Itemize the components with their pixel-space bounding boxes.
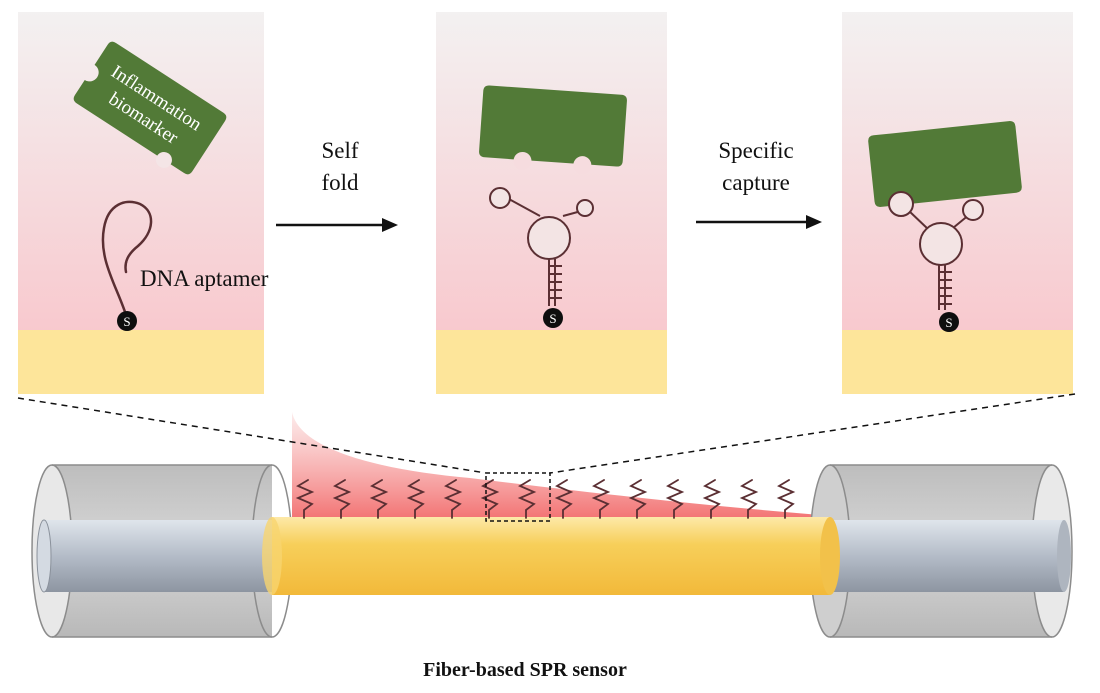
svg-text:S: S xyxy=(549,311,556,326)
evanescent-field xyxy=(292,412,820,520)
bound-aptamer xyxy=(888,191,984,310)
panel-unbound: Inflammation biomarker S DNA aptamer xyxy=(18,12,269,394)
step1-label-line2: fold xyxy=(321,170,359,195)
figure-caption: Fiber-based SPR sensor xyxy=(423,659,627,681)
biomarker-shape-2 xyxy=(479,85,627,175)
panel3-gold-layer xyxy=(842,330,1073,394)
svg-text:S: S xyxy=(123,314,130,329)
biomarker-shape: Inflammation biomarker xyxy=(73,41,227,175)
svg-text:S: S xyxy=(945,315,952,330)
thiol-anchor-2: S xyxy=(543,308,563,328)
optical-fiber xyxy=(31,412,1073,638)
biomarker-shape-3 xyxy=(868,121,1022,207)
panel2-medium xyxy=(436,12,667,332)
panel-folded: S xyxy=(436,12,667,394)
panel2-gold-layer xyxy=(436,330,667,394)
capture-arrow: Specific capture xyxy=(696,138,822,229)
step1-label-line1: Self xyxy=(321,138,358,163)
step2-label-line1: Specific xyxy=(718,138,793,163)
thiol-anchor-1: S xyxy=(117,311,137,331)
unfolded-aptamer-strand xyxy=(101,200,153,320)
step2-label-line2: capture xyxy=(722,170,790,195)
aptamer-label: DNA aptamer xyxy=(140,266,269,291)
folded-aptamer xyxy=(489,187,594,306)
zoom-region xyxy=(485,472,551,522)
panel-captured: S xyxy=(842,12,1073,394)
thiol-anchor-3: S xyxy=(939,312,959,332)
panel1-gold-layer xyxy=(18,330,264,394)
zoom-lines xyxy=(17,393,1076,474)
self-fold-arrow: Self fold xyxy=(276,138,398,232)
gold-coated-core xyxy=(272,517,830,595)
surface-aptamers xyxy=(295,479,796,519)
